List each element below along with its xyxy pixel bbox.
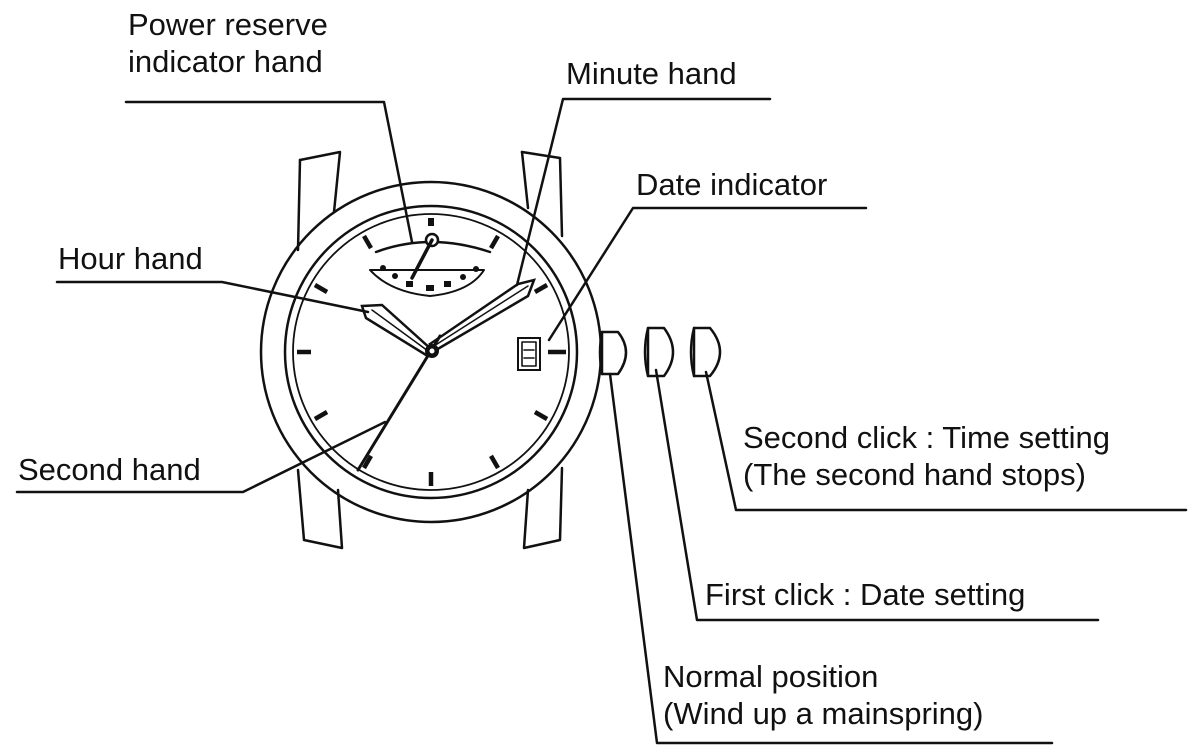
label-power-reserve: Power reserve indicator hand <box>128 6 328 80</box>
label-second-click-line1: Second click : Time setting <box>743 420 1110 455</box>
hour-marker <box>533 283 549 294</box>
crown-first-click <box>646 326 675 378</box>
hour-marker <box>489 454 500 470</box>
hour-marker <box>489 234 500 250</box>
leader-minute-hand <box>515 97 772 287</box>
leader-second-click <box>704 370 1188 512</box>
crown-positions <box>598 326 722 378</box>
hour-marker <box>313 410 329 421</box>
label-normal-position-line2: (Wind up a mainspring) <box>663 696 984 731</box>
hour-marker <box>362 454 373 470</box>
crown-second-click <box>692 326 722 378</box>
hour-hand-shape <box>360 303 434 357</box>
label-second-click-line2: (The second hand stops) <box>743 457 1086 492</box>
label-minute-hand: Minute hand <box>566 56 737 91</box>
watch-hands <box>356 278 537 472</box>
label-first-click: First click : Date setting <box>705 577 1026 612</box>
watch-lugs <box>296 150 564 550</box>
hour-marker <box>313 283 329 294</box>
leader-second-hand <box>15 420 387 494</box>
label-second-click: Second click : Time setting (The second … <box>743 419 1110 493</box>
label-second-hand: Second hand <box>18 452 201 487</box>
label-normal-position-line1: Normal position <box>663 659 879 694</box>
leader-first-click <box>654 368 1100 622</box>
leader-lines <box>15 97 1188 745</box>
hour-marker <box>362 234 373 250</box>
label-power-reserve-line2: indicator hand <box>128 44 323 79</box>
date-window <box>517 337 541 371</box>
power-reserve-subdial <box>369 232 492 297</box>
label-hour-hand: Hour hand <box>58 241 203 276</box>
label-date-indicator: Date indicator <box>636 167 828 202</box>
leader-date-indicator <box>547 206 868 342</box>
label-normal-position: Normal position (Wind up a mainspring) <box>663 658 983 732</box>
hour-markers <box>297 218 566 486</box>
leader-power-reserve <box>124 100 414 244</box>
leader-normal-position <box>608 372 1054 745</box>
hour-marker <box>533 410 549 421</box>
second-hand-shape <box>356 334 442 472</box>
label-power-reserve-line1: Power reserve <box>128 7 328 42</box>
crown-normal <box>600 330 628 376</box>
leader-hour-hand <box>55 280 370 314</box>
